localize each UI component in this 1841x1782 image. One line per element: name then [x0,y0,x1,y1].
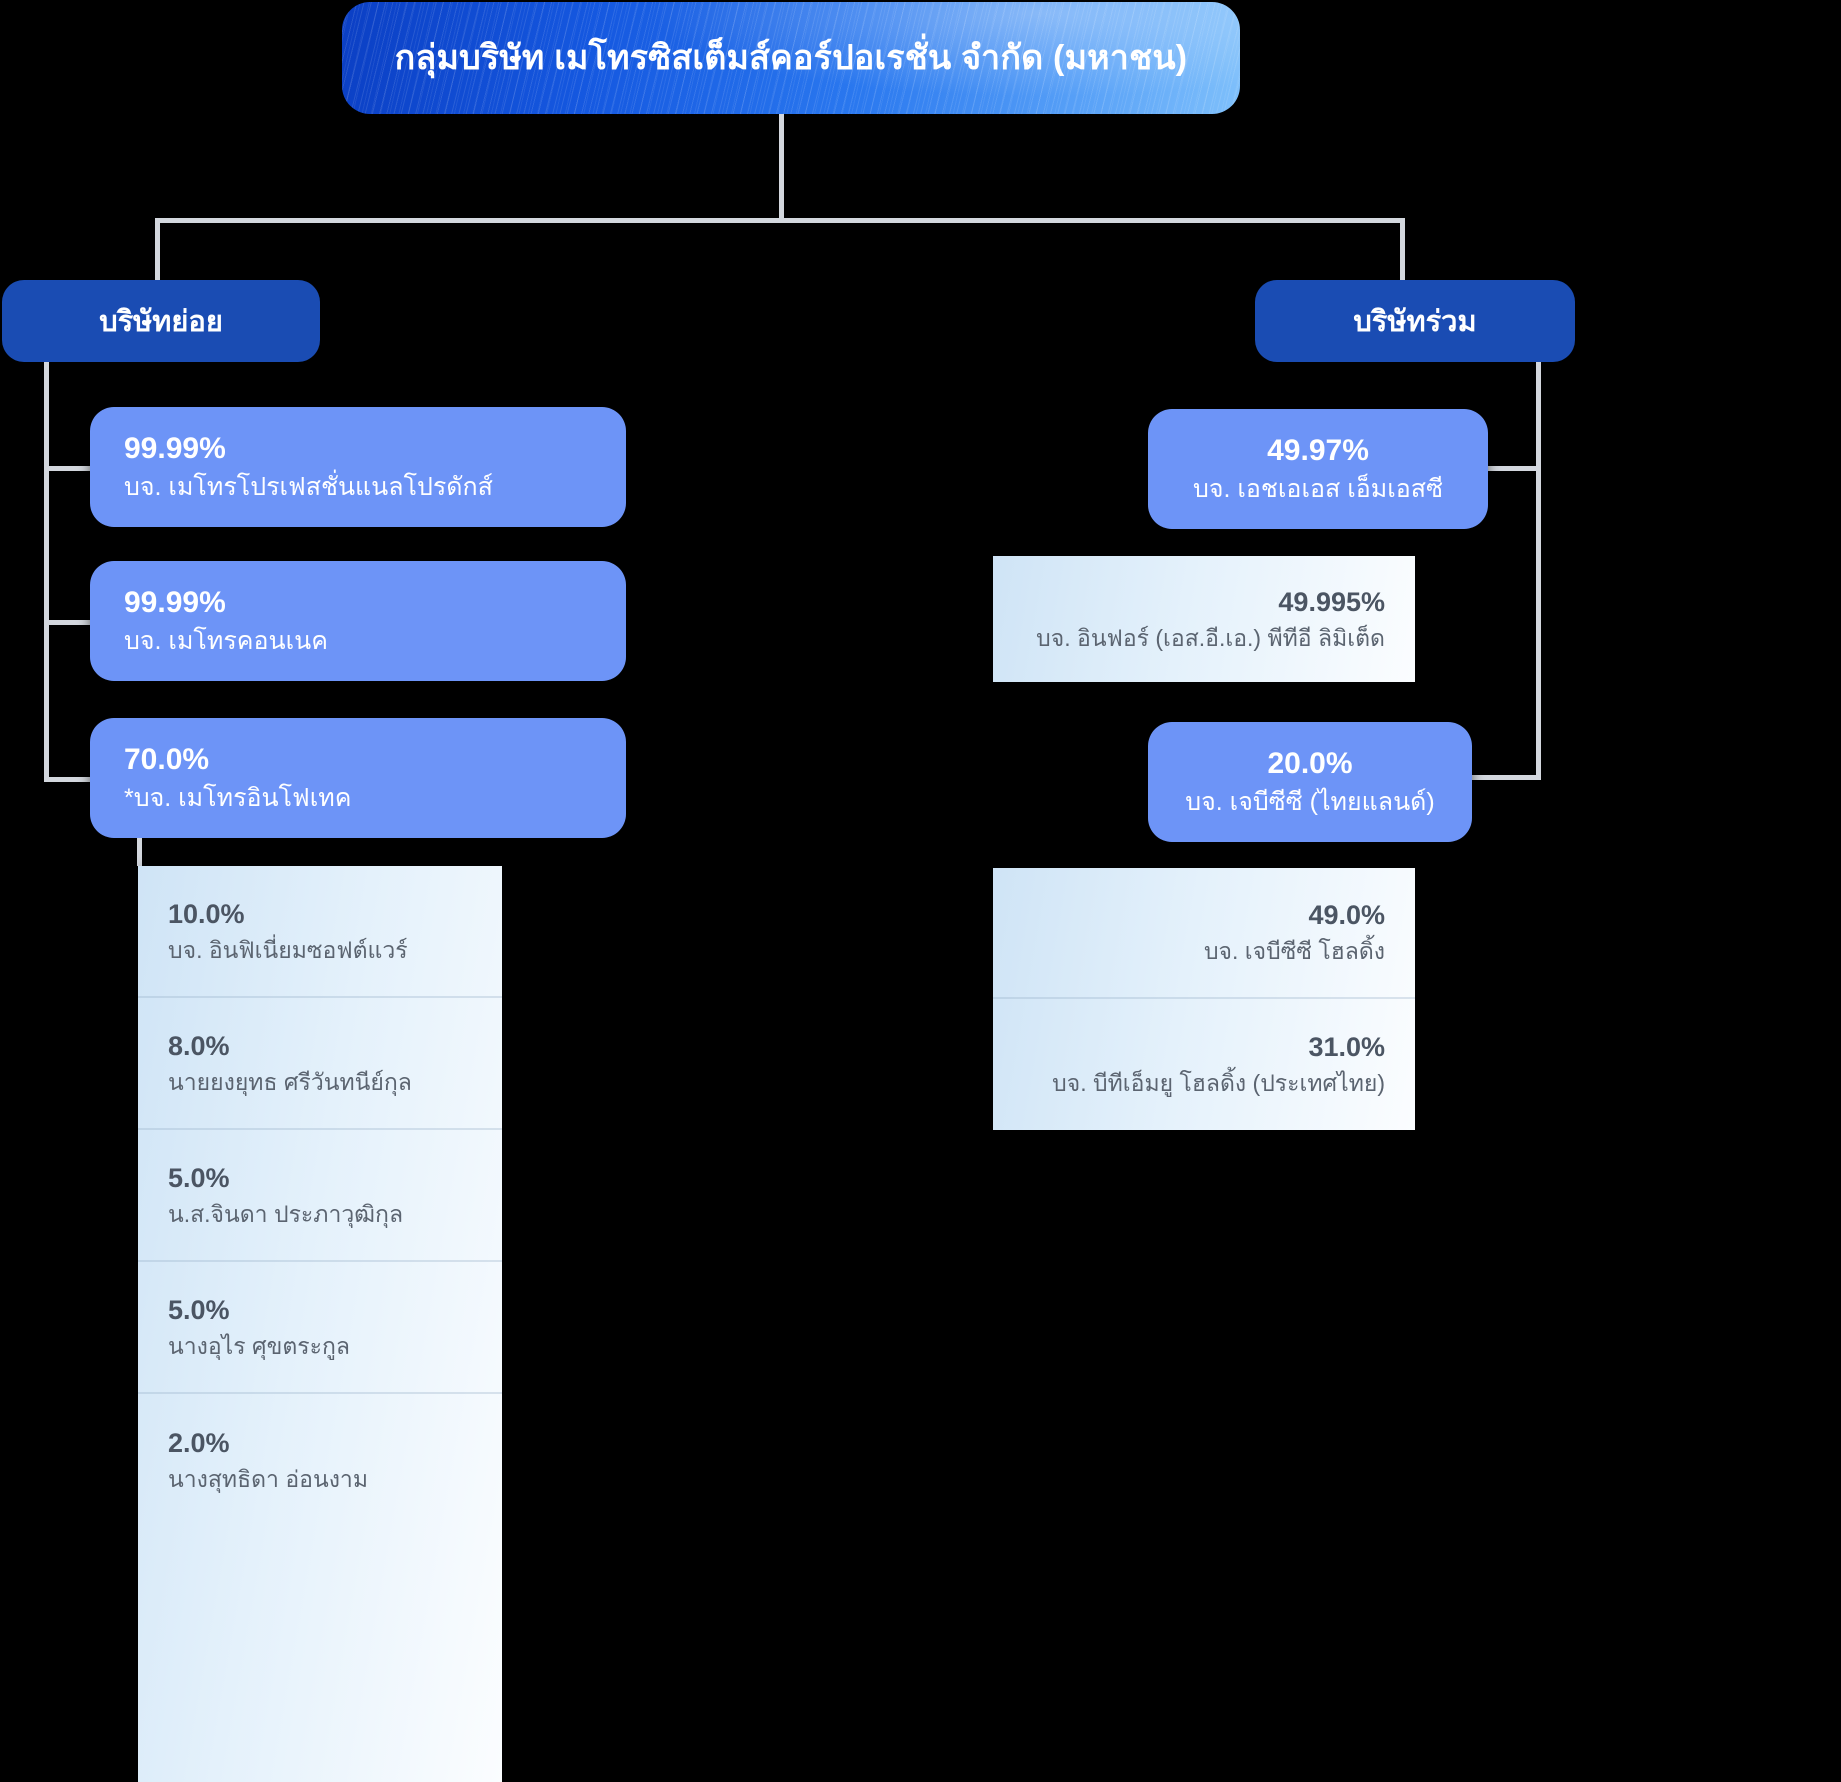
entity-percent: 99.99% [124,432,226,466]
entity-name: บจ. เมโทรคอนเนค [124,626,328,655]
entity-card-subsidiary-2[interactable]: 99.99% บจ. เมโทรคอนเนค [90,561,626,681]
connector-subsidiary-2-stub [44,620,96,625]
list-item[interactable]: 31.0% บจ. บีทีเอ็มยู โฮลดิ้ง (ประเทศไทย) [993,999,1415,1130]
connector-associate-1-stub [1488,466,1541,471]
connector-subsidiary-1-stub [44,466,96,471]
root-company-title: กลุ่มบริษัท เมโทรซิสเต็มส์คอร์ปอเรชั่น จ… [394,38,1188,77]
entity-percent: 49.97% [1267,434,1369,468]
shareholder-percent: 49.0% [1308,900,1385,931]
shareholder-name: นายยงยุทธ ศรีวันทนีย์กุล [168,1068,412,1095]
entity-card-associate-1[interactable]: 49.97% บจ. เอชเอเอส เอ็มเอสซี [1148,409,1488,529]
connector-associate-2-stub [1470,775,1541,780]
entity-name: บจ. เจบีซีซี (ไทยแลนด์) [1185,787,1435,816]
list-item[interactable]: 5.0% น.ส.จินดา ประภาวุฒิกุล [138,1130,502,1262]
shareholder-name: บจ. อินฟิเนี่ยมซอฟต์แวร์ [168,936,408,963]
connector-associates-spine [1536,362,1541,780]
category-associates-label: บริษัทร่วม [1353,306,1477,338]
shareholder-name: นางอุไร ศุขตระกูล [168,1332,350,1359]
shareholder-name: บจ. บีทีเอ็มยู โฮลดิ้ง (ประเทศไทย) [1052,1070,1385,1097]
shareholder-percent: 2.0% [168,1427,230,1458]
shareholder-percent: 8.0% [168,1030,230,1061]
shareholder-percent: 31.0% [1308,1032,1385,1063]
list-item[interactable]: 5.0% นางอุไร ศุขตระกูล [138,1262,502,1394]
entity-card-subsidiary-3[interactable]: 70.0% *บจ. เมโทรอินโฟเทค [90,718,626,838]
category-subsidiaries[interactable]: บริษัทย่อย [2,280,320,362]
connector-subsidiary-3-stub [44,777,96,782]
shareholder-percent: 5.0% [168,1294,230,1325]
shareholder-list-metro-infotech: 10.0% บจ. อินฟิเนี่ยมซอฟต์แวร์ 8.0% นายย… [138,866,502,1782]
shareholder-name: บจ. อินฟอร์ (เอส.อี.เอ.) พีทีอี ลิมิเต็ด [1036,624,1385,651]
shareholder-name: นางสุทธิดา อ่อนงาม [168,1465,369,1492]
list-item[interactable]: 2.0% นางสุทธิดา อ่อนงาม [138,1394,502,1526]
entity-percent: 70.0% [124,743,210,777]
shareholder-list-jbcc-thailand: 49.0% บจ. เจบีซีซี โฮลดิ้ง 31.0% บจ. บีท… [993,868,1415,1130]
category-subsidiaries-label: บริษัทย่อย [99,306,223,338]
shareholder-percent: 49.995% [1278,586,1385,617]
entity-percent: 20.0% [1267,747,1353,781]
shareholder-name: น.ส.จินดา ประภาวุฒิกุล [168,1200,404,1227]
entity-name: บจ. เมโทรโปรเฟสชั่นแนลโปรดักส์ [124,472,493,501]
list-item[interactable]: 49.0% บจ. เจบีซีซี โฮลดิ้ง [993,868,1415,999]
list-item[interactable]: 10.0% บจ. อินฟิเนี่ยมซอฟต์แวร์ [138,866,502,998]
shareholder-list-has-msc: 49.995% บจ. อินฟอร์ (เอส.อี.เอ.) พีทีอี … [993,556,1415,682]
category-associates[interactable]: บริษัทร่วม [1255,280,1575,362]
entity-percent: 99.99% [124,586,226,620]
shareholder-percent: 10.0% [168,898,245,929]
entity-name: บจ. เอชเอเอส เอ็มเอสซี [1192,474,1444,503]
connector-root-stem [779,114,784,220]
entity-name: *บจ. เมโทรอินโฟเทค [124,783,352,812]
entity-card-associate-2[interactable]: 20.0% บจ. เจบีซีซี (ไทยแลนด์) [1148,722,1472,842]
connector-to-associates [1400,218,1405,282]
shareholder-percent: 5.0% [168,1162,230,1193]
list-item[interactable]: 8.0% นายยงยุทธ ศรีวันทนีย์กุล [138,998,502,1130]
list-item[interactable]: 49.995% บจ. อินฟอร์ (เอส.อี.เอ.) พีทีอี … [993,556,1415,682]
shareholder-name: บจ. เจบีซีซี โฮลดิ้ง [1203,938,1385,965]
connector-to-subsidiaries [155,218,160,282]
entity-card-subsidiary-1[interactable]: 99.99% บจ. เมโทรโปรเฟสชั่นแนลโปรดักส์ [90,407,626,527]
connector-subsidiaries-spine [44,362,49,782]
connector-top-bus [155,218,1405,223]
connector-infotech-to-shareholders [137,838,142,866]
root-company-node[interactable]: กลุ่มบริษัท เมโทรซิสเต็มส์คอร์ปอเรชั่น จ… [342,2,1240,114]
